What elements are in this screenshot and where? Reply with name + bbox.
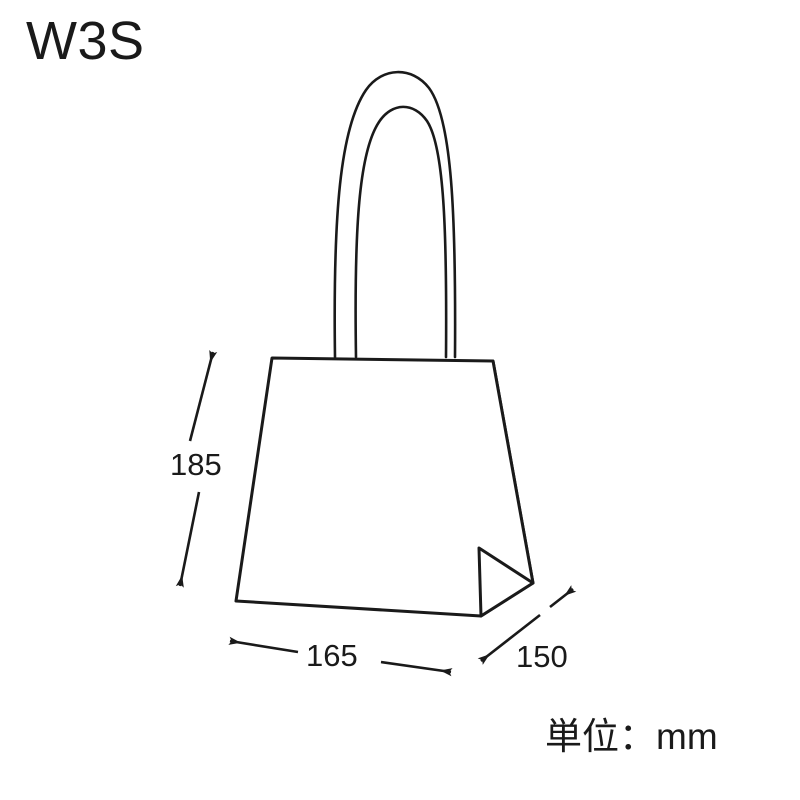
dimension-label-height: 185 xyxy=(170,447,222,482)
dimension-label-depth: 150 xyxy=(516,639,568,674)
bag-gusset-fold xyxy=(477,546,535,618)
page-title: W3S xyxy=(26,11,145,71)
dimension-arrow-depth xyxy=(477,585,577,665)
unit-note: 単位：mm xyxy=(545,716,718,757)
dimension-arrow-width xyxy=(228,636,453,677)
dimension-label-width: 165 xyxy=(306,638,358,673)
bag-body xyxy=(234,356,535,618)
dimension-arrow-height xyxy=(175,350,218,588)
bag-handle xyxy=(333,70,457,359)
